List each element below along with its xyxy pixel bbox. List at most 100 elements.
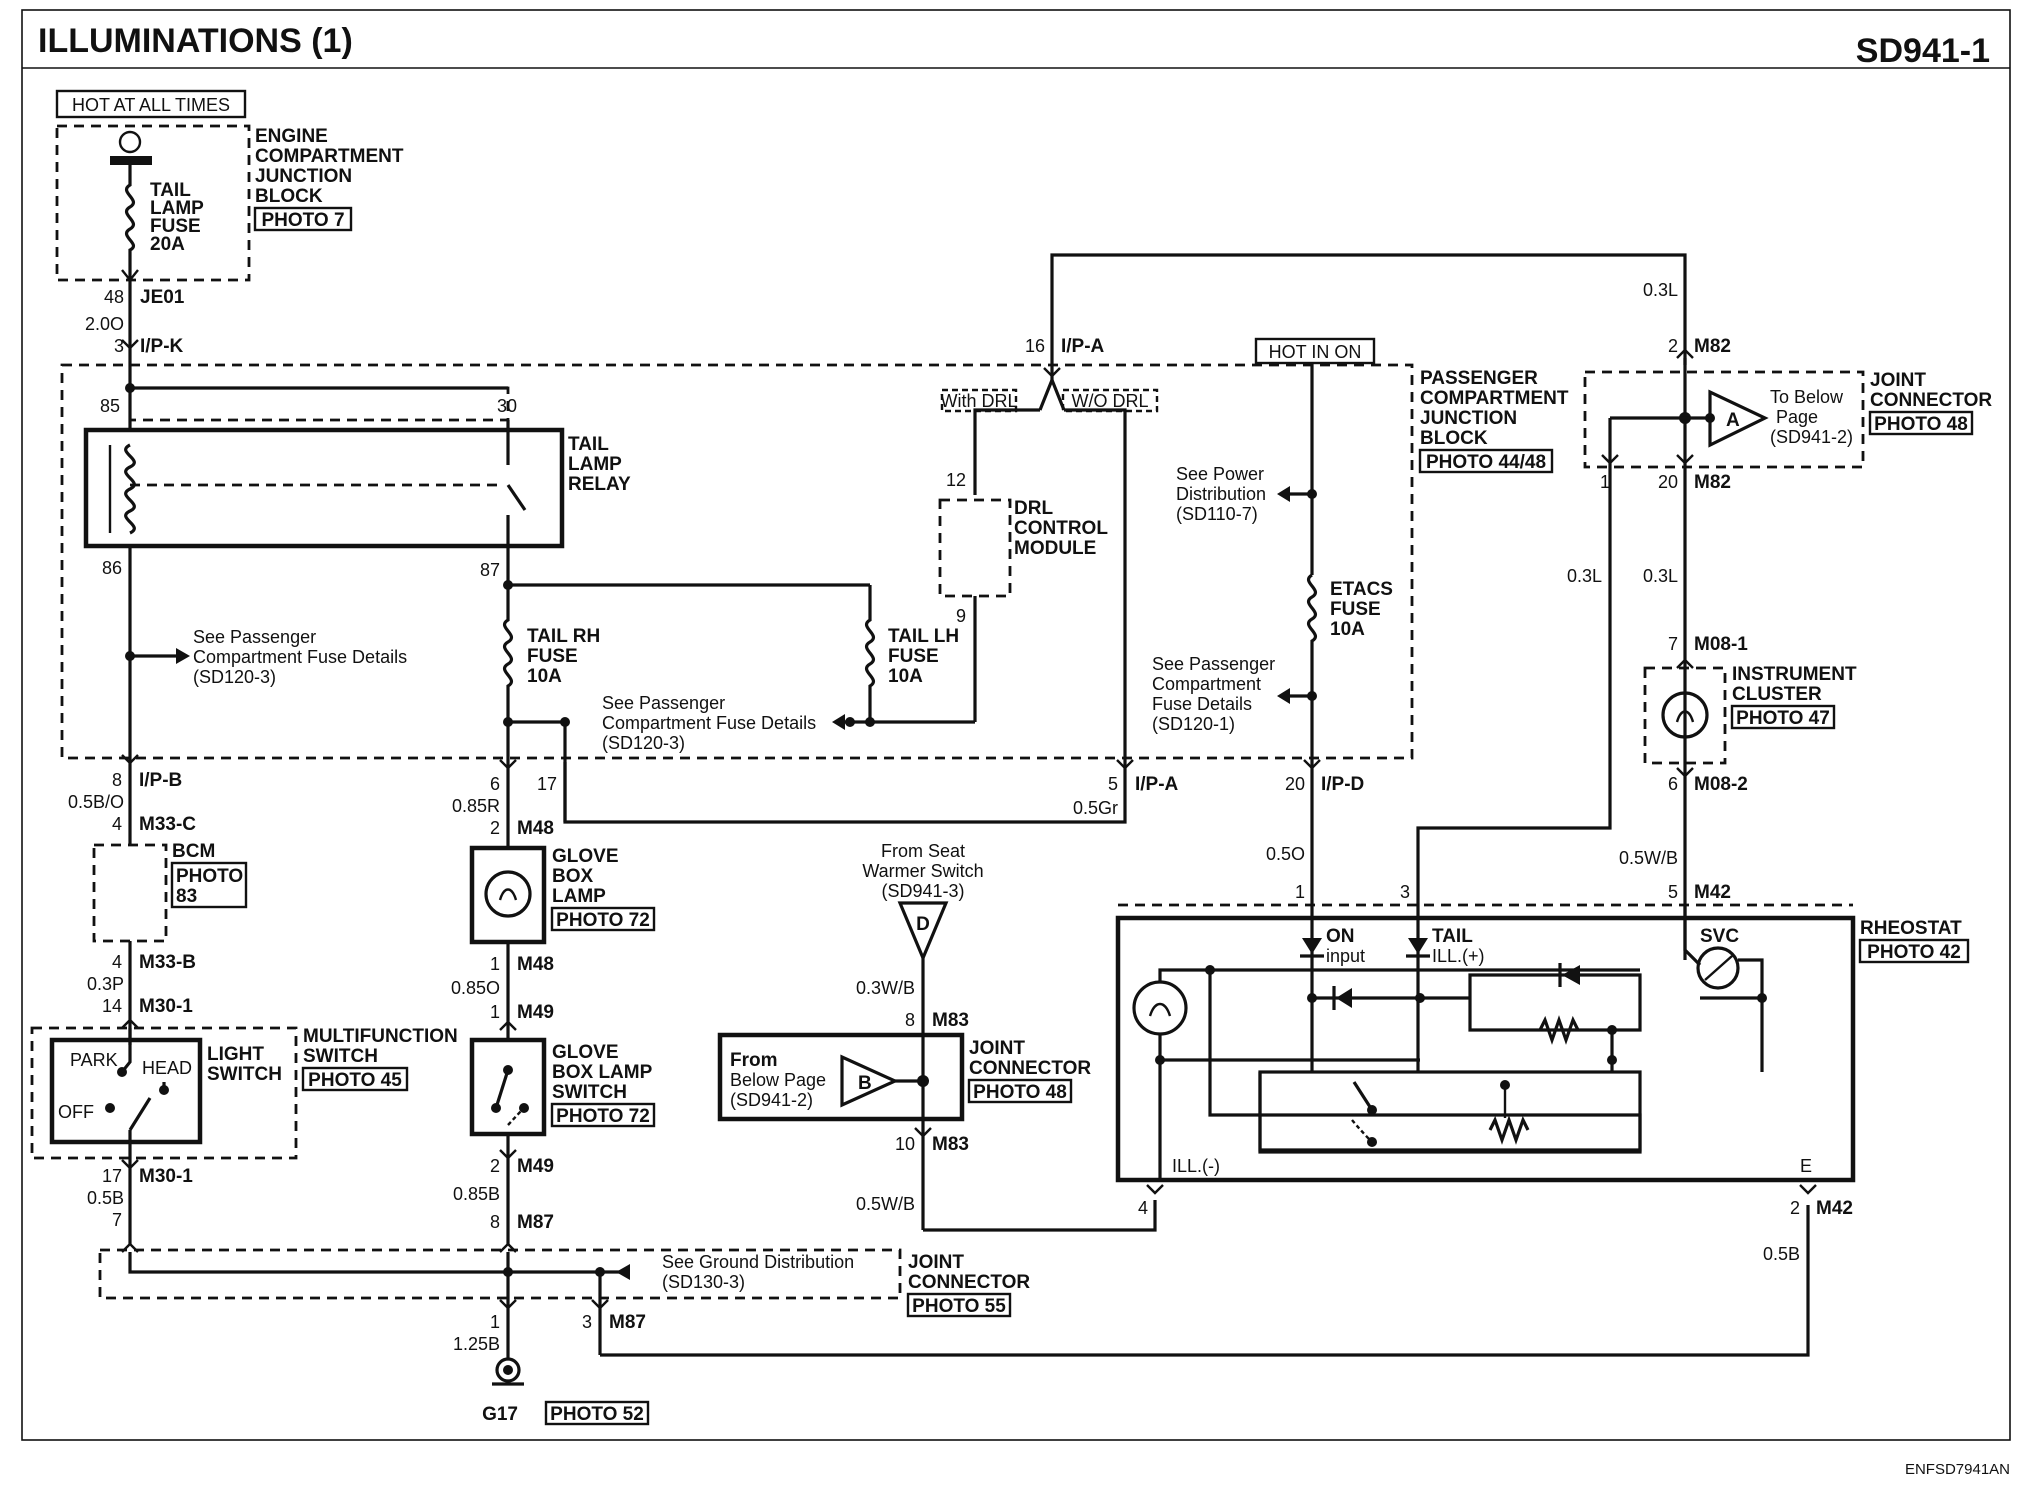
wire-to-rheostat-4 xyxy=(923,1200,1157,1232)
cluster-name-2: CLUSTER xyxy=(1732,684,1822,705)
lamp-bulb-icon xyxy=(484,870,532,918)
conn-m42-top: M42 xyxy=(1694,882,1731,903)
hot-at-all-times-label: HOT AT ALL TIMES xyxy=(72,95,230,115)
ref-b-letter: B xyxy=(858,1073,872,1094)
conn-ipk: I/P-K xyxy=(140,336,184,357)
pin-48: 48 xyxy=(104,287,124,307)
see-power-3: (SD110-7) xyxy=(1176,504,1258,524)
wire-color-0-5bo: 0.5B/O xyxy=(68,792,124,812)
joint-bottom-photo: PHOTO 55 xyxy=(912,1296,1006,1317)
glove-switch-3: SWITCH xyxy=(552,1082,627,1103)
pin-30: 30 xyxy=(497,396,517,416)
rheostat-wiring-a xyxy=(1158,968,1642,1152)
see-pcfd-left-2: Compartment Fuse Details xyxy=(193,647,407,667)
see-pcfd-right-2: Compartment xyxy=(1152,674,1261,694)
junction-dot xyxy=(1500,1080,1510,1090)
joint-bottom-photo-box xyxy=(906,1292,1012,1318)
page-frame xyxy=(21,9,2011,1441)
wire-wo-drl xyxy=(1064,408,1127,770)
see-power-1: See Power xyxy=(1176,464,1264,484)
conn-m081-icon xyxy=(1676,658,1694,669)
conn-je01-icon xyxy=(121,269,139,282)
footer-code: ENFSD7941AN xyxy=(1905,1461,2010,1478)
glove-switch-1: GLOVE xyxy=(552,1042,619,1063)
drl-name-1: DRL xyxy=(1014,498,1053,519)
tail-lh-fuse-1: TAIL LH xyxy=(888,626,959,647)
wire-color-1-25b: 1.25B xyxy=(453,1334,500,1354)
conn-m49-top: M49 xyxy=(517,1002,554,1023)
drl-name-2: CONTROL xyxy=(1014,518,1108,539)
conn-m87b-icon xyxy=(591,1299,609,1310)
internal-diode-2-icon xyxy=(1562,965,1580,985)
to-below-2: Page xyxy=(1776,407,1818,427)
conn-m83-bot: M83 xyxy=(932,1134,969,1155)
relay-name-3: RELAY xyxy=(568,474,631,495)
conn-m87-top: M87 xyxy=(517,1212,554,1233)
multifunction-2: SWITCH xyxy=(303,1046,378,1067)
pin-17-ipa: 17 xyxy=(537,774,557,794)
wire-ground-bus xyxy=(128,1252,600,1274)
pin-8-m83: 8 xyxy=(905,1010,915,1030)
drl-control-module xyxy=(938,498,1012,598)
conn-m42b-icon xyxy=(1799,1184,1817,1195)
pin-6: 6 xyxy=(490,774,500,794)
ref-a-letter: A xyxy=(1726,410,1740,431)
conn-je01: JE01 xyxy=(140,287,185,308)
glove-box-lamp-1: GLOVE xyxy=(552,846,619,867)
rheostat-photo-box xyxy=(1858,938,1970,964)
switch-arm-icon xyxy=(128,1097,152,1131)
conn-jc-mid-icon xyxy=(499,1242,517,1253)
from-below-1: From xyxy=(730,1050,778,1071)
tail-rh-fuse-icon xyxy=(503,585,513,780)
conn-m82-1-icon xyxy=(1601,454,1619,465)
wire-top-loop xyxy=(1050,253,1687,365)
conn-ipa-bot-icon xyxy=(1116,759,1134,770)
tail-ill-1: TAIL xyxy=(1432,926,1473,947)
pin-20-m82: 20 xyxy=(1658,472,1678,492)
glove-box-lamp-photo: PHOTO 72 xyxy=(556,910,650,931)
relay-contact-arm xyxy=(506,484,527,511)
glove-switch-2: BOX LAMP xyxy=(552,1062,653,1083)
tail-rh-fuse-3: 10A xyxy=(527,666,562,687)
wire-color-0-5b: 0.5B xyxy=(87,1188,124,1208)
joint-top-1: JOINT xyxy=(1870,370,1926,391)
conn-ipa-bot: I/P-A xyxy=(1135,774,1179,795)
conn-m48-bot: M48 xyxy=(517,954,554,975)
rheostat-inner-loop xyxy=(1468,973,1642,1032)
pin-2-m42: 2 xyxy=(1790,1198,1800,1218)
wire-drl-12 xyxy=(973,408,1040,495)
page-code: SD941-1 xyxy=(1856,32,1990,70)
pin-1-m82: 1 xyxy=(1600,472,1610,492)
switch-park: PARK xyxy=(70,1050,118,1070)
joint-bottom-2: CONNECTOR xyxy=(908,1272,1030,1293)
relay-name-1: TAIL xyxy=(568,434,609,455)
pin-9: 9 xyxy=(956,606,966,626)
ref-a-triangle-icon xyxy=(1708,389,1769,448)
conn-g-icon xyxy=(499,1299,517,1310)
conn-m08-2: M08-2 xyxy=(1694,774,1748,795)
from-seat-1: From Seat xyxy=(881,841,965,861)
rheostat-photo: PHOTO 42 xyxy=(1867,942,1961,963)
switch-arm-icon xyxy=(494,1069,510,1109)
to-below-1: To Below xyxy=(1770,387,1844,407)
etacs-fuse-2: FUSE xyxy=(1330,599,1381,620)
page-title: ILLUMINATIONS (1) xyxy=(38,22,353,60)
pin-4-m33c: 4 xyxy=(112,814,122,834)
ground-photo: PHOTO 52 xyxy=(550,1404,644,1425)
joint-mid-2: CONNECTOR xyxy=(969,1058,1091,1079)
tail-lamp-fuse-label-3: FUSE xyxy=(150,216,201,237)
tail-lamp-fuse-label-4: 20A xyxy=(150,234,185,255)
tail-ill-diode-icon xyxy=(1408,938,1428,954)
conn-m49-bot: M49 xyxy=(517,1156,554,1177)
pin-17-m301: 17 xyxy=(102,1166,122,1186)
passenger-junction-block xyxy=(60,363,1414,760)
tail-lh-fuse-2: FUSE xyxy=(888,646,939,667)
wire-color-0-85o: 0.85O xyxy=(451,978,500,998)
conn-m301b-icon xyxy=(121,1159,139,1170)
passenger-block-name-4: BLOCK xyxy=(1420,428,1488,449)
conn-m82-20-icon xyxy=(1676,454,1694,465)
conn-m30-1-bot: M30-1 xyxy=(139,1166,193,1187)
rheostat xyxy=(1115,915,1856,1183)
joint-bottom-1: JOINT xyxy=(908,1252,964,1273)
svc-transistor-line xyxy=(1704,955,1733,981)
